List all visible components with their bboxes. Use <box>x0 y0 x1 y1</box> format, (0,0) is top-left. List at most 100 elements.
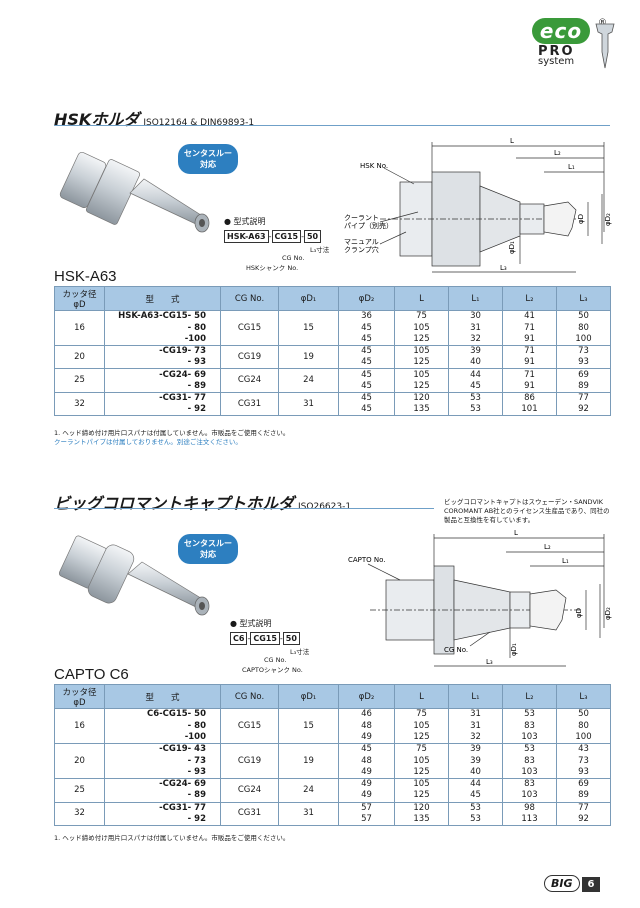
capto-th-d2: φD₂ <box>338 684 395 709</box>
l1-cell: 39 <box>448 345 503 358</box>
l2-cell: 98 <box>502 801 557 814</box>
model-cell: - 89 <box>104 380 221 393</box>
l-cell: 120 <box>394 391 449 404</box>
l-cell: 125 <box>394 380 449 393</box>
d1-cell: 24 <box>278 368 339 393</box>
model-cell: -CG19- 43 <box>104 743 221 756</box>
capto-model-heading: CAPTO C6 <box>54 666 129 683</box>
cg-no-cell: CG24 <box>220 778 279 803</box>
l2-cell: 71 <box>502 345 557 358</box>
d1-cell: 19 <box>278 743 339 780</box>
l1-cell: 39 <box>448 755 503 767</box>
l-cell: 75 <box>394 310 449 323</box>
l2-cell: 83 <box>502 778 557 791</box>
l1-cell: 53 <box>448 391 503 404</box>
l-cell: 135 <box>394 404 449 417</box>
l-cell: 105 <box>394 345 449 358</box>
hsk-dim-L2: L₂ <box>554 149 561 157</box>
capto-badge-line2: 対応 <box>200 550 216 559</box>
model-cell: -CG19- 73 <box>104 345 221 358</box>
d2-cell: 49 <box>338 731 395 744</box>
d2-cell: 45 <box>338 391 395 404</box>
capto-title-rule <box>54 508 434 509</box>
l-cell: 125 <box>394 357 449 369</box>
capto-dim-L: L <box>514 529 518 537</box>
hsk-dimension-drawing: L L₂ L₁ L₃ φD₁ φD φD₂ HSK No. クーラントパイプ（別… <box>344 137 612 273</box>
l2-cell: 103 <box>502 790 557 802</box>
capto-center-through-badge: センタスルー 対応 <box>178 534 238 564</box>
page-number: 6 <box>581 877 601 892</box>
capto-dim-L1: L₁ <box>562 557 569 565</box>
l-cell: 125 <box>394 333 449 346</box>
capto-dim-L2: L₂ <box>544 543 551 551</box>
l-cell: 105 <box>394 322 449 334</box>
cg-no-cell: CG19 <box>220 345 279 370</box>
tool-holder-logo-icon <box>595 23 615 69</box>
capto-cg-no-label: CG No. <box>444 646 468 654</box>
d1-cell: 19 <box>278 345 339 370</box>
hsk-th-L: L <box>394 286 449 311</box>
hsk-legend-title: ● 型式説明 <box>224 217 266 226</box>
d2-cell: 45 <box>338 368 395 381</box>
l1-cell: 32 <box>448 333 503 346</box>
l3-cell: 100 <box>556 333 611 346</box>
capto-dim-D1: φD₁ <box>510 643 518 656</box>
capto-th-L1: L₁ <box>448 684 503 709</box>
l2-cell: 91 <box>502 333 557 346</box>
d2-cell: 46 <box>338 708 395 721</box>
l2-cell: 71 <box>502 322 557 334</box>
cg-no-cell: CG24 <box>220 368 279 393</box>
cutter-dia-cell: 20 <box>54 743 105 780</box>
l1-cell: 30 <box>448 310 503 323</box>
cutter-dia-cell: 25 <box>54 778 105 803</box>
l3-cell: 69 <box>556 368 611 381</box>
cutter-dia-cell: 32 <box>54 391 105 417</box>
capto-legend-cg-label: CG No. <box>264 656 287 664</box>
hsk-manual-clamp-label: マニュアルクランプ穴 <box>344 238 379 254</box>
l-cell: 105 <box>394 368 449 381</box>
l-cell: 125 <box>394 731 449 744</box>
model-cell: -CG31- 77 <box>104 391 221 404</box>
hsk-dim-L1: L₁ <box>568 163 575 171</box>
model-cell: - 92 <box>104 813 221 826</box>
d1-cell: 24 <box>278 778 339 803</box>
hsk-model-legend: ● 型式説明 HSK-A63-CG15-50 L₃寸法 CG No. HSKシャ… <box>224 217 330 272</box>
hsk-legend-part-cg: CG15 <box>271 230 302 243</box>
hsk-dim-D1: φD₁ <box>508 241 516 254</box>
hsk-th-d1: φD₁ <box>278 286 339 311</box>
model-cell: -CG31- 77 <box>104 801 221 814</box>
hsk-legend-shank-label: HSKシャンク No. <box>246 264 299 272</box>
capto-th-L: L <box>394 684 449 709</box>
capto-note-spanner: 1. ヘッド締め付け用片口スパナは付属していません。市販品をご使用ください。 <box>54 834 290 842</box>
capto-title-text: ビッグコロマントキャプトホルダ <box>54 494 295 513</box>
d1-cell: 15 <box>278 707 339 745</box>
hsk-badge-line1: センタスルー <box>184 149 232 158</box>
pro-logo-text: PRO <box>538 44 575 59</box>
model-cell: - 80 <box>104 720 221 732</box>
d1-cell: 15 <box>278 309 339 347</box>
d2-cell: 45 <box>338 404 395 417</box>
hsk-th-L2: L₂ <box>502 286 557 311</box>
l1-cell: 32 <box>448 731 503 744</box>
capto-badge-line1: センタスルー <box>184 539 232 548</box>
capto-dim-D: φD <box>575 608 583 618</box>
hsk-standard: ISO12164 & DIN69893-1 <box>143 118 255 128</box>
d2-cell: 49 <box>338 766 395 779</box>
l2-cell: 113 <box>502 813 557 826</box>
model-cell: -CG24- 69 <box>104 778 221 791</box>
l3-cell: 50 <box>556 708 611 721</box>
l-cell: 105 <box>394 720 449 732</box>
l2-cell: 71 <box>502 368 557 381</box>
l3-cell: 92 <box>556 404 611 417</box>
d2-cell: 45 <box>338 345 395 358</box>
capto-legend-shank-label: CAPTOシャンク No. <box>242 666 303 674</box>
